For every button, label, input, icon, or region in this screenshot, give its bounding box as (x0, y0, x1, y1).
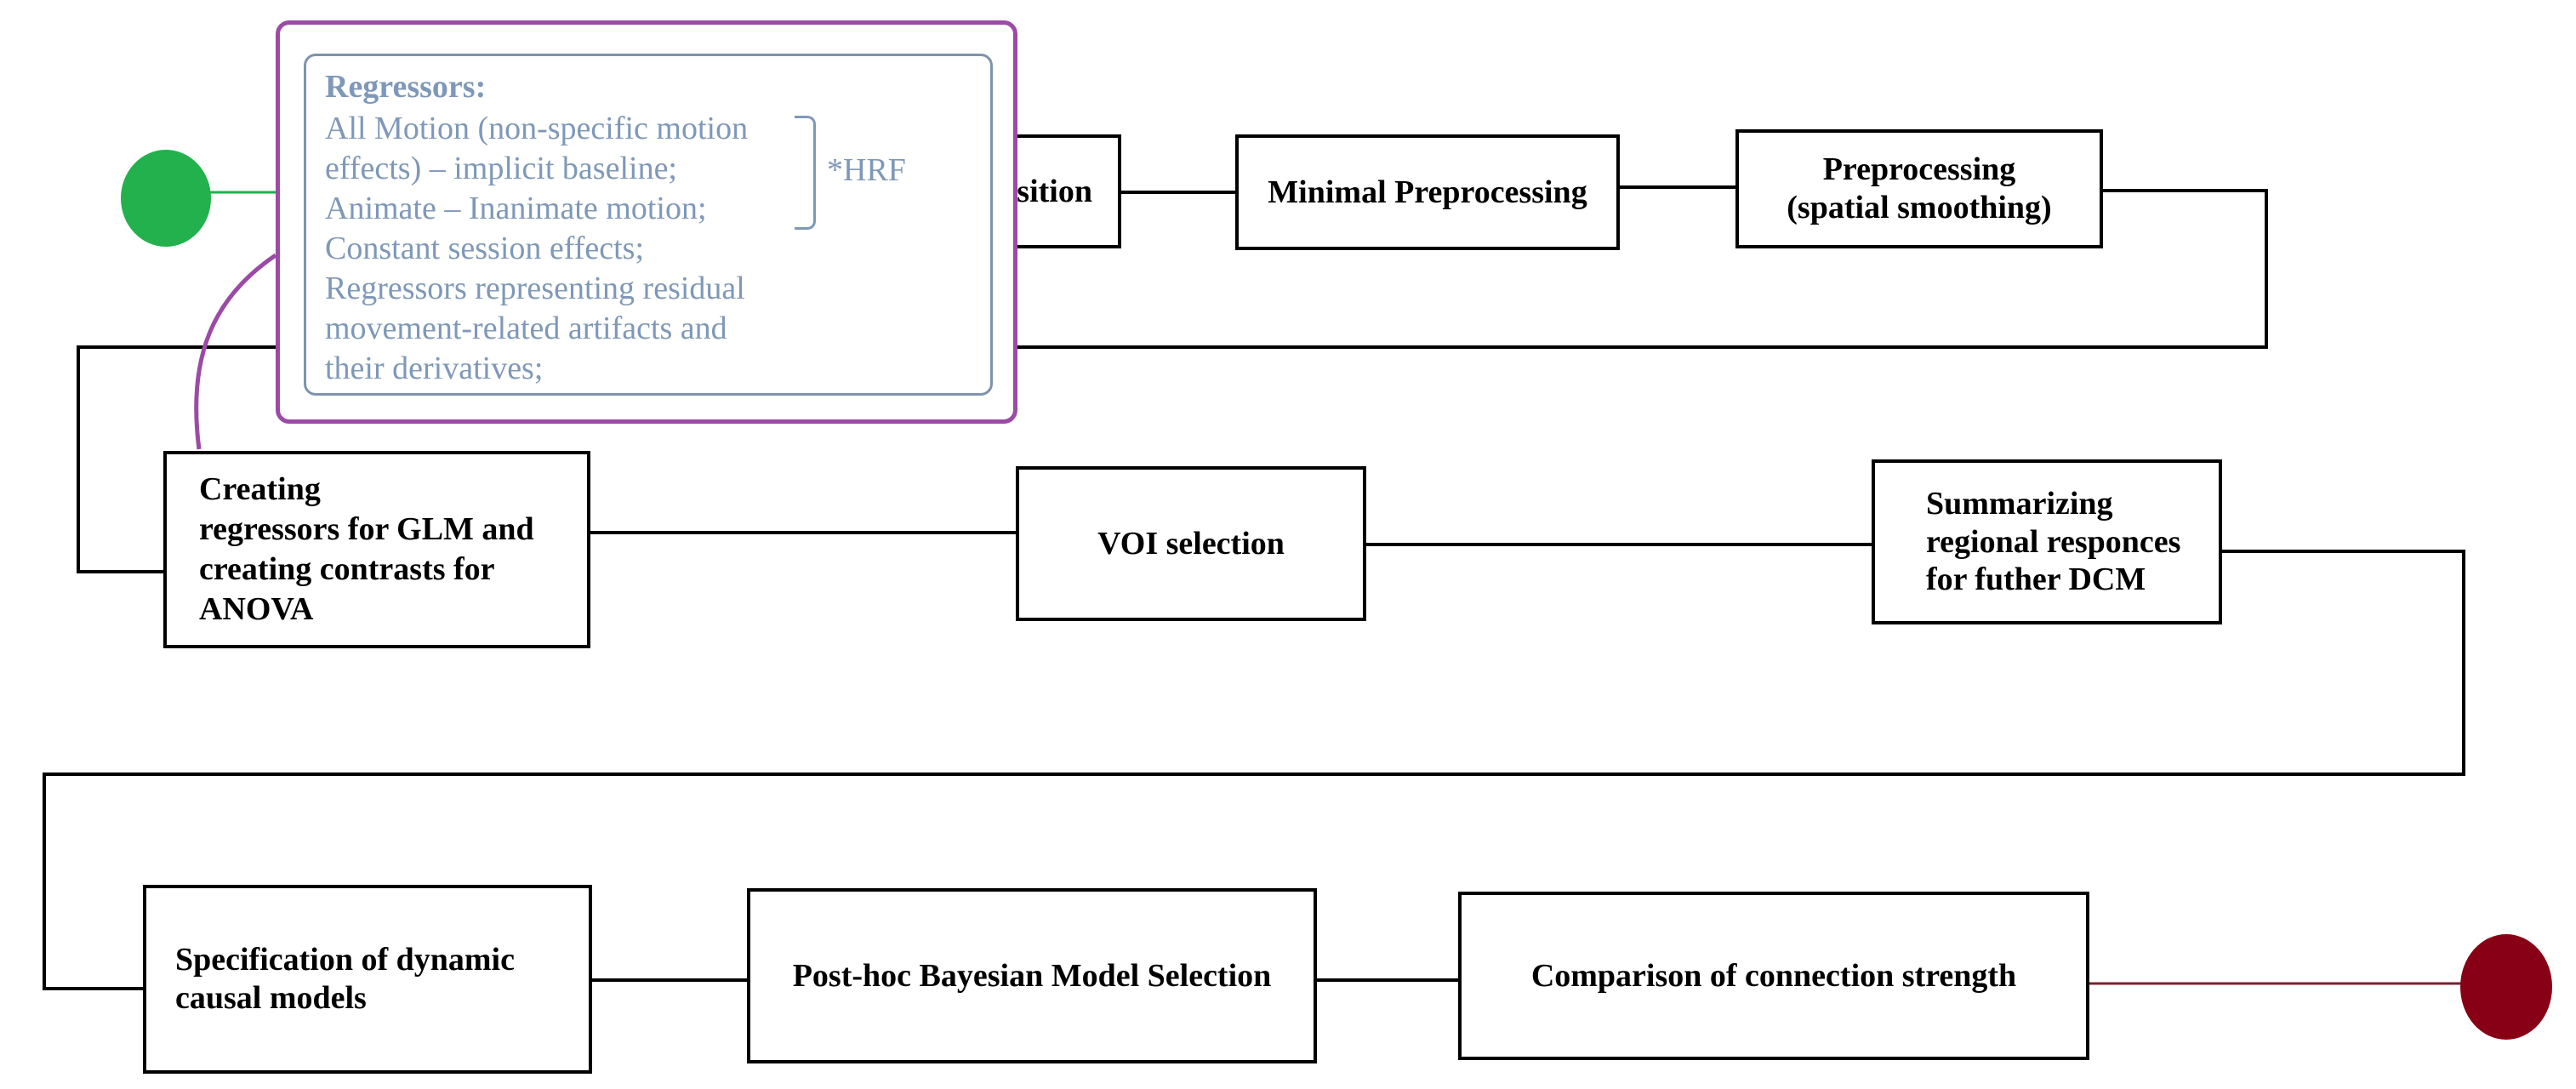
node-comparison-label: Comparison of connection strength (1530, 957, 2017, 994)
callout-pointer (194, 253, 277, 450)
node-summarizing-line-3: for futher DCM (1926, 562, 2146, 598)
node-acquisition-label: sition (1017, 173, 1092, 209)
node-comparison: Comparison of connection strength (1458, 892, 2089, 1060)
node-voi-selection-label: VOI selection (1097, 525, 1285, 562)
node-preprocessing-line-2: (spatial smoothing) (1787, 190, 2052, 225)
node-preprocessing-line-1: Preprocessing (1822, 151, 2016, 188)
node-creating-regressors: Creating regressors for GLM and creating… (163, 451, 590, 648)
node-specification-line-1: Specification of dynamic (175, 942, 515, 978)
hrf-label: *HRF (827, 152, 906, 188)
node-creating-line-3: creating contrasts for (199, 551, 495, 587)
node-summarizing-line-2: regional responces (1926, 523, 2181, 560)
regressors-list: All Motion (non-specific motion effects)… (325, 109, 748, 389)
connector-summarizing-to-specification (43, 550, 2465, 990)
node-bayesian: Post-hoc Bayesian Model Selection (747, 888, 1317, 1063)
regressor-line-6: movement-related artifacts and (325, 311, 727, 346)
regressor-line-5: Regressors representing residual (325, 271, 745, 306)
start-node (121, 150, 211, 247)
node-specification: Specification of dynamic causal models (143, 885, 592, 1074)
regressors-callout: Regressors: All Motion (non-specific mot… (276, 20, 1017, 424)
node-creating-line-2: regressors for GLM and (199, 510, 534, 547)
node-minimal-preprocessing: Minimal Preprocessing (1235, 134, 1620, 250)
node-specification-line-2: causal models (175, 980, 367, 1016)
node-summarizing-line-1: Summarizing (1926, 485, 2113, 522)
node-preprocessing: Preprocessing (spatial smoothing) (1735, 129, 2103, 248)
node-creating-line-4: ANOVA (199, 591, 314, 628)
node-minimal-preprocessing-label: Minimal Preprocessing (1268, 174, 1587, 210)
node-voi-selection: VOI selection (1016, 466, 1366, 621)
hrf-brace (795, 116, 816, 230)
end-node (2460, 934, 2552, 1040)
node-creating-line-1: Creating (199, 470, 321, 507)
regressor-line-2: effects) – implicit baseline; (325, 151, 677, 186)
regressor-line-1: All Motion (non-specific motion (325, 111, 749, 146)
regressors-title: Regressors: (325, 69, 487, 105)
regressor-line-4: Constant session effects; (325, 231, 645, 266)
node-summarizing: Summarizing regional responces for futhe… (1872, 459, 2222, 624)
regressor-line-3: Animate – Inanimate motion; (325, 191, 707, 226)
regressor-line-7: their derivatives; (325, 351, 544, 386)
connector-preprocessing-to-creating (77, 189, 2268, 573)
node-bayesian-label: Post-hoc Bayesian Model Selection (792, 957, 1272, 994)
regressors-callout-inner: Regressors: All Motion (non-specific mot… (304, 54, 993, 396)
